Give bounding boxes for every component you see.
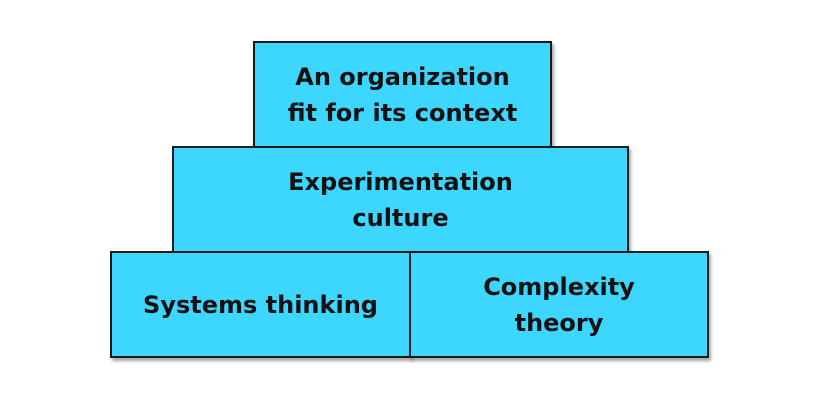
pyramid-bottom-left-label: Systems thinking	[143, 290, 378, 319]
pyramid-top-block: An organization fit for its context	[253, 41, 552, 149]
pyramid-middle-label: Experimentation culture	[288, 168, 513, 232]
pyramid-top-label: An organization fit for its context	[287, 63, 518, 127]
pyramid-bottom-left-block: Systems thinking	[110, 251, 411, 358]
pyramid-bottom-right-label: Complexity theory	[483, 272, 635, 337]
pyramid-middle-block: Experimentation culture	[172, 146, 629, 254]
pyramid-bottom-right-block: Complexity theory	[409, 251, 709, 358]
